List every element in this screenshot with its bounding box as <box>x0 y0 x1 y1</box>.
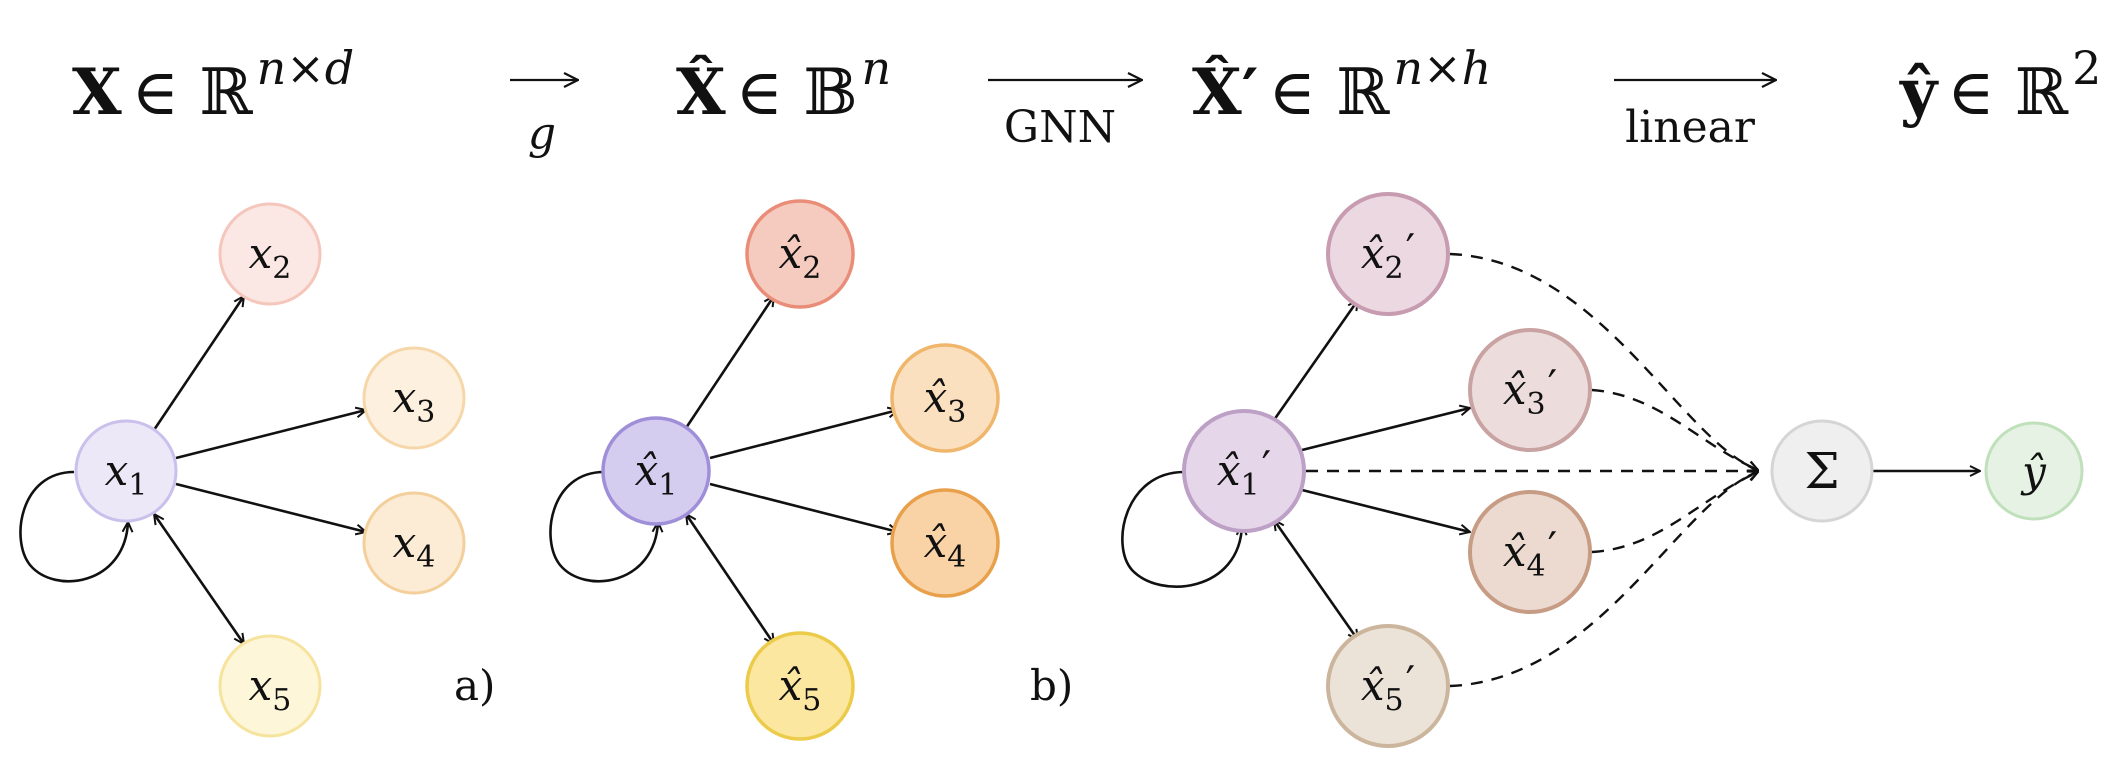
panel-a: x1 x2 x3 x4 x5 a) <box>19 202 495 738</box>
output-node-y-hat: ŷ <box>1984 421 2084 521</box>
node-x3: x3 <box>362 346 466 450</box>
panel-b-label: b) <box>1030 661 1073 710</box>
node-xhat4: x̂4 <box>890 488 1000 598</box>
node-xhat2: x̂2 <box>745 199 855 309</box>
node-x5: x5 <box>218 634 322 738</box>
term-y-output: ŷ∈ ℝ2 <box>1899 41 2101 130</box>
svg-text:x1: x1 <box>105 446 148 503</box>
arrow-linear: linear <box>1614 80 1776 153</box>
node-xhat5: x̂5 <box>745 631 855 741</box>
node-xhat1-prime: x̂1′ <box>1182 409 1306 533</box>
sum-node: Σ <box>1770 419 1874 523</box>
svg-text:x̂1: x̂1 <box>635 446 678 503</box>
node-x4: x4 <box>362 491 466 595</box>
svg-text:x̂4′: x̂4′ <box>1503 523 1557 584</box>
svg-text:x2: x2 <box>249 229 292 286</box>
sum-symbol: Σ <box>1804 442 1839 500</box>
arrow-gnn: GNN <box>988 80 1142 153</box>
node-xhat3: x̂3 <box>890 343 1000 453</box>
term-x-hidden: X̂′∈ ℝn×h <box>1192 41 1491 130</box>
svg-text:x̂5: x̂5 <box>779 661 822 718</box>
panel-b: x̂1 x̂2 x̂3 x̂4 x̂5 b) <box>549 199 1073 741</box>
svg-text:x4: x4 <box>393 518 436 575</box>
term-x-input: X∈ ℝn×d <box>72 41 354 130</box>
node-xhat4-prime: x̂4′ <box>1468 490 1592 614</box>
arrow-linear-label: linear <box>1625 102 1756 153</box>
svg-text:x̂2: x̂2 <box>779 229 822 286</box>
svg-text:x̂1′: x̂1′ <box>1217 442 1271 503</box>
term-x-binary: X̂∈ 𝔹n <box>676 41 891 130</box>
svg-text:x̂3′: x̂3′ <box>1503 361 1557 422</box>
svg-text:x̂3: x̂3 <box>924 373 967 430</box>
svg-text:x5: x5 <box>249 661 292 718</box>
svg-text:x̂5′: x̂5′ <box>1361 657 1415 718</box>
node-xhat1: x̂1 <box>601 416 711 526</box>
panel-c: x̂1′ x̂2′ x̂3′ x̂4′ x̂5′ Σ ŷ <box>1121 192 2084 748</box>
node-x2: x2 <box>218 202 322 306</box>
svg-text:x̂4: x̂4 <box>924 518 967 575</box>
svg-text:x3: x3 <box>393 373 436 430</box>
arrow-g: g <box>510 80 578 159</box>
output-symbol: ŷ <box>2020 447 2047 496</box>
node-xhat5-prime: x̂5′ <box>1326 624 1450 748</box>
arrow-g-label: g <box>528 108 556 159</box>
node-x1: x1 <box>74 419 178 523</box>
svg-text:x̂2′: x̂2′ <box>1361 225 1415 286</box>
node-xhat2-prime: x̂2′ <box>1326 192 1450 316</box>
header-equation: X∈ ℝn×d g X̂∈ 𝔹n GNN X̂′∈ ℝn×h linear ŷ∈… <box>72 41 2101 159</box>
node-xhat3-prime: x̂3′ <box>1468 328 1592 452</box>
panel-a-label: a) <box>454 661 495 710</box>
arrow-gnn-label: GNN <box>1004 102 1116 153</box>
